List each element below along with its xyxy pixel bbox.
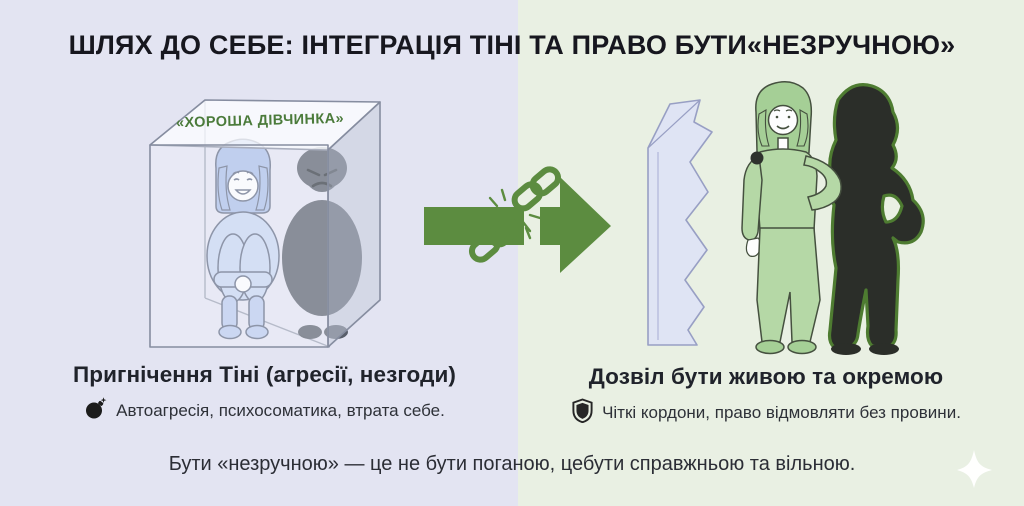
left-caption-heading: Пригнічення Тіні (агресії, незгоди) <box>72 362 457 387</box>
broken-glass-wall <box>647 99 713 346</box>
broken-chain-arrow-icon <box>424 166 611 273</box>
right-caption-heading: Дозвіл бути живою та окремою <box>588 364 944 389</box>
freedom-illustration <box>647 81 925 355</box>
right-caption-subrow: Чіткі кордони, право відмовляти без пров… <box>518 398 1014 428</box>
integrated-shadow-figure <box>827 83 925 355</box>
footer-statement: Бути «незручною» — це не бути поганою, ц… <box>168 453 856 475</box>
right-caption-subtext: Чіткі кордони, право відмовляти без пров… <box>602 403 961 422</box>
glass-box <box>149 99 381 348</box>
good-girl-box-illustration <box>149 99 381 348</box>
chain-links <box>468 166 562 263</box>
page-title: ШЛЯХ ДО СЕБЕ: ІНТЕГРАЦІЯ ТІНІ ТА ПРАВО Б… <box>68 30 956 60</box>
left-caption: Пригнічення Тіні (агресії, незгоди) Авто… <box>12 362 517 425</box>
free-person-figure <box>741 81 842 355</box>
right-caption: Дозвіл бути живою та окремою Чіткі кордо… <box>518 364 1014 428</box>
break-spark <box>478 188 542 240</box>
shield-icon <box>571 398 594 428</box>
bomb-icon <box>84 396 108 425</box>
suppressed-person-figure <box>206 138 280 340</box>
left-caption-subrow: Автоагресія, психосоматика, втрата себе. <box>12 396 517 425</box>
sparkle-icon <box>957 450 992 488</box>
left-caption-subtext: Автоагресія, психосоматика, втрата себе. <box>116 400 445 420</box>
